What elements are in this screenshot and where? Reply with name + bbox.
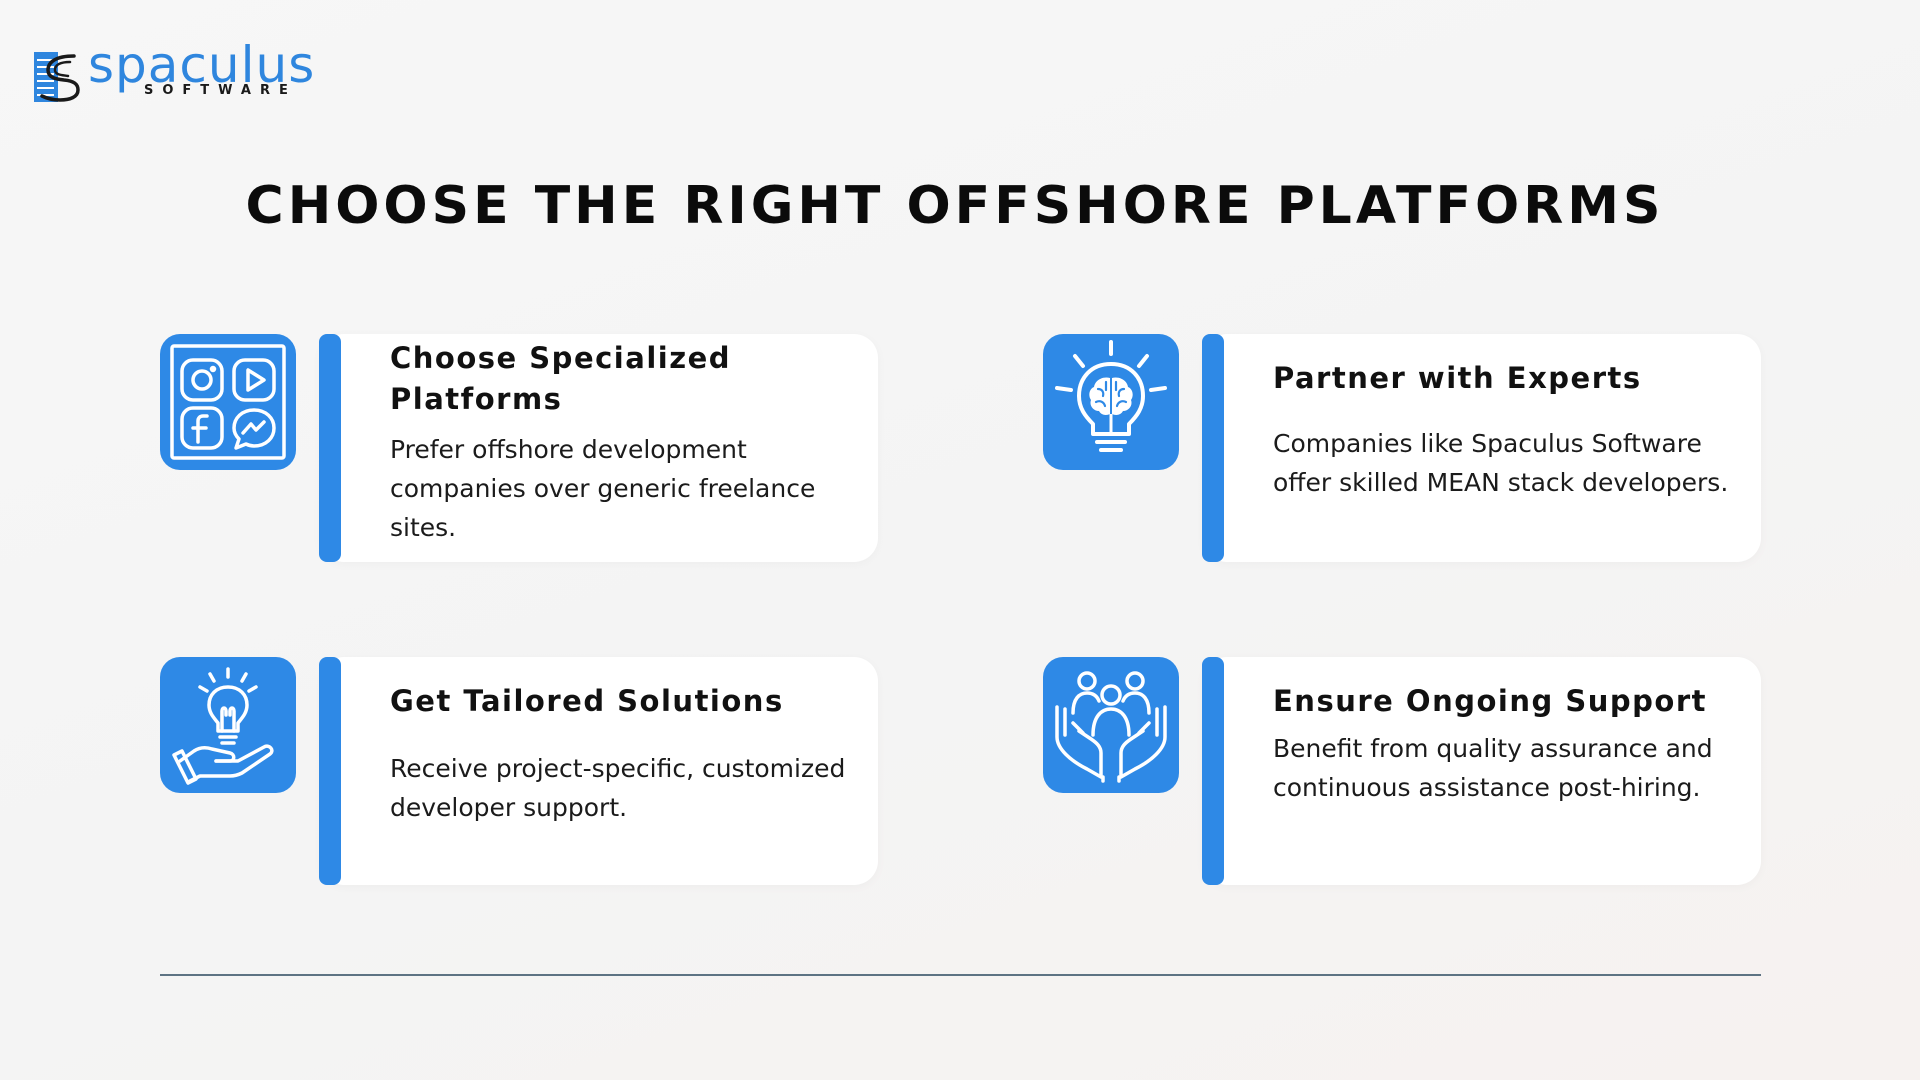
- card-ensure-ongoing-support: Ensure Ongoing Support Benefit from qual…: [1202, 657, 1761, 885]
- card-title: Get Tailored Solutions: [390, 684, 784, 718]
- card-accent-bar: [1202, 657, 1224, 885]
- card-text: Prefer offshore development companies ov…: [390, 435, 816, 542]
- hands-people-icon: [1043, 657, 1179, 793]
- social-media-apps-icon: [160, 334, 296, 470]
- brand-name: spaculus: [88, 36, 316, 94]
- card-title: Partner with Experts: [1273, 361, 1642, 395]
- card-text: Receive project-specific, customized dev…: [390, 754, 846, 822]
- card-choose-specialized-platforms: Choose Specialized Platforms Prefer offs…: [319, 334, 878, 562]
- card-get-tailored-solutions: Get Tailored Solutions Receive project-s…: [319, 657, 878, 885]
- card-title: Choose Specialized Platforms: [390, 341, 732, 416]
- card-title: Ensure Ongoing Support: [1273, 684, 1707, 718]
- card-text: Companies like Spaculus Software offer s…: [1273, 429, 1729, 497]
- card-partner-with-experts: Partner with Experts Companies like Spac…: [1202, 334, 1761, 562]
- brand-tagline: SOFTWARE: [144, 83, 297, 98]
- brand-logo: spaculus SOFTWARE: [34, 40, 314, 110]
- card-accent-bar: [1202, 334, 1224, 562]
- card-accent-bar: [319, 334, 341, 562]
- footer-divider: [160, 974, 1761, 976]
- hand-lightbulb-icon: [160, 657, 296, 793]
- spaculus-logo-mark-icon: [34, 52, 80, 102]
- card-text: Benefit from quality assurance and conti…: [1273, 734, 1713, 802]
- brain-lightbulb-icon: [1043, 334, 1179, 470]
- card-accent-bar: [319, 657, 341, 885]
- page-title: CHOOSE THE RIGHT OFFSHORE PLATFORMS: [245, 176, 1665, 236]
